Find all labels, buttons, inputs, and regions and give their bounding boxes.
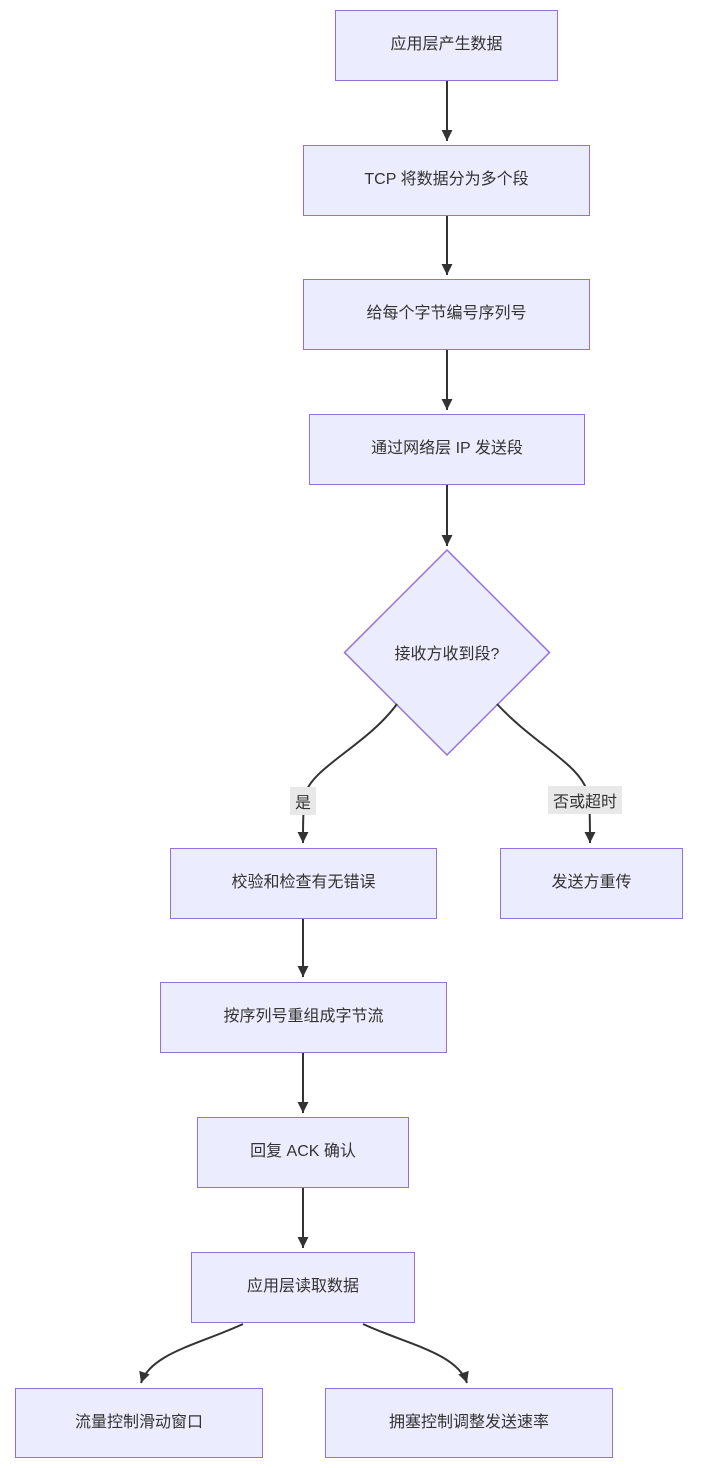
node-reassemble-bytestream: 按序列号重组成字节流 <box>160 982 447 1053</box>
edge-appread-to-flowcontrol <box>139 1323 244 1384</box>
node-reply-ack: 回复 ACK 确认 <box>197 1117 409 1188</box>
node-decision-segment-received: 接收方收到段? <box>394 646 500 663</box>
edge-label-yes: 是 <box>290 787 317 815</box>
node-send-via-ip: 通过网络层 IP 发送段 <box>309 414 585 485</box>
node-checksum-verify: 校验和检查有无错误 <box>170 848 437 919</box>
node-app-read-data: 应用层读取数据 <box>191 1252 415 1323</box>
node-assign-sequence-numbers: 给每个字节编号序列号 <box>303 279 590 350</box>
node-tcp-split-segments: TCP 将数据分为多个段 <box>303 145 590 216</box>
edge-decision-yes <box>297 703 398 844</box>
node-flow-control-window: 流量控制滑动窗口 <box>15 1388 263 1458</box>
decision-diamond-shape <box>343 548 551 757</box>
node-congestion-control: 拥塞控制调整发送速率 <box>325 1388 613 1458</box>
node-app-generate-data: 应用层产生数据 <box>335 10 558 81</box>
edge-appread-to-congestion <box>362 1323 469 1384</box>
node-sender-retransmit: 发送方重传 <box>500 848 683 919</box>
edge-decision-no-timeout <box>496 703 596 844</box>
edge-label-no-or-timeout: 否或超时 <box>548 786 623 814</box>
